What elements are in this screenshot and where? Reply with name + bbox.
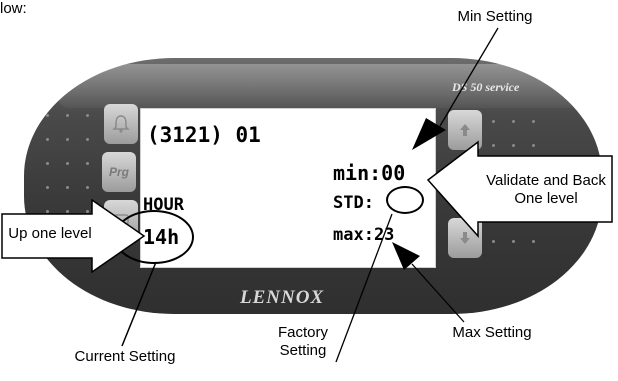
factory-setting-highlight xyxy=(386,186,424,214)
grille-dot xyxy=(492,144,495,147)
max-value: max:23 xyxy=(333,225,395,245)
grille-dot xyxy=(86,186,89,189)
alarm-bell-icon xyxy=(112,115,130,133)
max-pointer-line xyxy=(411,263,465,323)
grille-dot xyxy=(532,144,535,147)
brand-logo: LENNOX xyxy=(240,287,325,308)
grille-dot xyxy=(492,120,495,123)
grille-dot xyxy=(46,210,49,213)
min-pointer-head xyxy=(412,118,446,150)
grille-dot xyxy=(492,240,495,243)
grille-dot xyxy=(46,138,49,141)
min-setting-label: Min Setting xyxy=(457,8,533,25)
arrow-down-icon xyxy=(460,232,470,244)
grille-dot xyxy=(66,138,69,141)
grille-dot xyxy=(512,240,515,243)
up-one-level-callout-text: Up one level xyxy=(8,225,92,242)
grille-dot xyxy=(532,120,535,123)
factory-pointer-line xyxy=(335,213,393,363)
parameter-code: (3121) 01 xyxy=(147,123,261,147)
grille-dot xyxy=(66,114,69,117)
std-value: STD: xyxy=(333,193,374,213)
max-setting-label: Max Setting xyxy=(452,324,532,341)
grille-dot xyxy=(512,120,515,123)
grille-dot xyxy=(512,144,515,147)
grille-dot xyxy=(66,162,69,165)
grille-dot xyxy=(46,186,49,189)
grille-dot xyxy=(86,114,89,117)
validate-callout-arrow xyxy=(426,140,613,238)
grille-dot xyxy=(86,162,89,165)
factory-setting-label: Factory Setting xyxy=(277,324,328,359)
grille-dot xyxy=(86,210,89,213)
min-value: min:00 xyxy=(333,161,406,185)
grille-dot xyxy=(66,210,69,213)
current-setting-label: Current Setting xyxy=(74,348,176,365)
intro-text: low: xyxy=(0,0,27,17)
grille-dot xyxy=(46,114,49,117)
model-label: DS 50 service xyxy=(452,80,520,94)
grille-dot xyxy=(66,186,69,189)
validate-callout-text: Validate and Back One level xyxy=(486,172,606,207)
min-pointer-line xyxy=(439,27,499,127)
grille-dot xyxy=(86,138,89,141)
current-pointer-line xyxy=(121,261,157,347)
grille-dot xyxy=(46,162,49,165)
prg-label: Prg xyxy=(108,165,129,179)
prg-button[interactable]: Prg xyxy=(102,152,136,192)
bezel-highlight xyxy=(58,64,578,108)
arrow-up-icon xyxy=(460,124,470,136)
grille-dot xyxy=(532,240,535,243)
max-pointer-head xyxy=(392,242,420,270)
up-one-level-callout-arrow xyxy=(1,198,146,274)
alarm-button[interactable] xyxy=(104,104,138,144)
